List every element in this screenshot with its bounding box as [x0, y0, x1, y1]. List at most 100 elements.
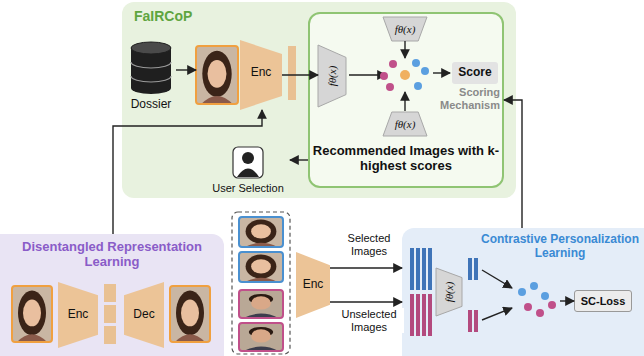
projection-head: fθ(x): [436, 268, 462, 316]
connector: [290, 159, 308, 160]
embedding-dot: [414, 82, 422, 90]
cylinder-base: [131, 82, 171, 94]
panel-title: Contrastive Personalization Learning: [480, 233, 640, 261]
pipeline-panel: FaIRCoPDossierEncScoring MechanismRecomm…: [122, 2, 516, 198]
connector: [330, 301, 402, 302]
embedding-dot: [412, 59, 420, 67]
latent-vector: [104, 284, 116, 302]
trapezoid: [240, 40, 282, 110]
photo-frame: [170, 286, 210, 342]
embedding-dot: [541, 292, 549, 300]
feature-vector: [416, 294, 420, 336]
encoder: Enc: [196, 40, 282, 110]
cylinder-ring: [131, 76, 171, 82]
connector: [330, 267, 402, 268]
embedding-dot: [530, 282, 538, 290]
feature-vector: [428, 248, 432, 290]
face-photo: [170, 286, 210, 342]
trapezoid: [436, 268, 462, 316]
embedding-dot: [386, 83, 394, 91]
connector: [282, 74, 318, 75]
feature-vector: [416, 248, 420, 290]
latent-vector: [104, 305, 116, 323]
connector: [504, 100, 522, 228]
cylinder-ring: [131, 62, 171, 68]
flow-arrow: [404, 41, 405, 58]
latent-vector: [104, 326, 116, 344]
node-label: User Selection: [206, 182, 290, 195]
flow-arrow: [482, 308, 512, 320]
face-photo: [239, 217, 283, 247]
trapezoid: [124, 282, 164, 348]
cylinder-top: [131, 42, 171, 54]
feature-vector: [288, 46, 296, 100]
embedding-dot: [380, 72, 388, 80]
connector: [113, 110, 262, 234]
embedding-dot: [421, 67, 429, 75]
score-box: Score: [452, 62, 498, 84]
photo-frame: [239, 252, 283, 282]
candidate-set: [232, 212, 290, 354]
panel-title: FaIRCoP: [134, 8, 284, 24]
feature-vector: [428, 294, 432, 336]
node-label: fθ(x): [383, 23, 427, 36]
node-label: SC-Loss: [575, 295, 631, 308]
panel-title: Disentangled Representation Learning: [10, 240, 214, 270]
feature-vector: [410, 294, 414, 336]
embedding-dot: [389, 60, 397, 68]
feature-vector: [468, 258, 472, 280]
face-photo: [12, 286, 52, 342]
feature-vector: [474, 258, 478, 280]
edge-label: Selected Images: [336, 232, 402, 257]
scoring-panel: Scoring MechanismRecommended Images with…: [308, 12, 504, 188]
node-label: Dec: [124, 308, 164, 322]
embedding-dot: [400, 70, 410, 80]
icon-head: [242, 152, 254, 164]
photo-frame: [12, 286, 52, 342]
icon-body: [237, 169, 259, 178]
photo-frame: [239, 290, 283, 318]
flow-arrow: [404, 92, 405, 111]
feature-vector: [410, 248, 414, 290]
projection-head: fθ(x): [383, 17, 427, 41]
flow-arrow: [433, 72, 450, 73]
node-label: fθ(x): [383, 118, 427, 131]
face-photo: [239, 290, 283, 318]
flow-arrow: [482, 270, 512, 288]
loss-box: SC-Loss: [574, 290, 632, 312]
node-label: fθ(x): [443, 282, 456, 303]
node-label: Enc: [58, 308, 98, 322]
face-photo: [196, 46, 238, 104]
decoder: Dec: [124, 282, 164, 348]
node-label: Scoring Mechanism: [434, 86, 500, 111]
face-photo: [239, 323, 283, 351]
node-label: Enc: [296, 278, 330, 292]
icon-frame: [233, 147, 263, 178]
projection-head: fθ(x): [318, 45, 346, 107]
feature-vector: [422, 294, 426, 336]
encoder: Enc: [296, 252, 330, 318]
photo-frame: [196, 46, 238, 104]
embedding-dot: [548, 301, 556, 309]
user-icon: User Selection: [206, 146, 290, 198]
node-label: Recommended Images with k-highest scores: [312, 144, 500, 174]
embedding-dot: [536, 309, 544, 317]
feature-vector: [422, 248, 426, 290]
face-photo: [239, 252, 283, 282]
edge-label: Unselected Images: [334, 308, 404, 333]
embedding-dot: [518, 288, 526, 296]
node-label: Score: [452, 66, 498, 80]
trapezoid: [383, 112, 427, 136]
flow-arrow: [560, 300, 574, 301]
database: Dossier: [126, 40, 176, 116]
trapezoid: [58, 282, 98, 348]
embedding-dot: [524, 303, 532, 311]
photo-frame: [239, 217, 283, 247]
encoder: Enc: [58, 282, 98, 348]
feature-vector: [474, 310, 478, 332]
node-label: Dossier: [126, 98, 176, 112]
node-label: fθ(x): [326, 66, 339, 87]
